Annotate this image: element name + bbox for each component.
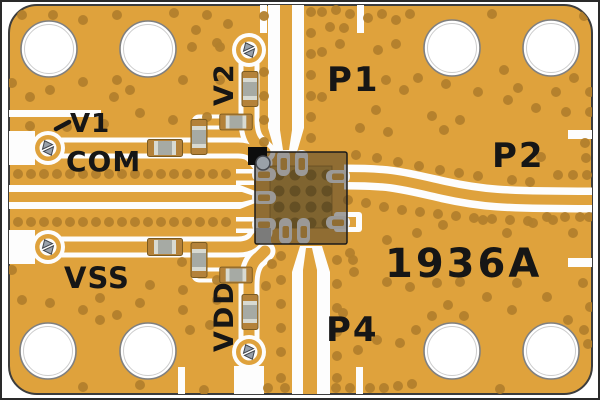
smd-component bbox=[190, 242, 208, 278]
drill-marker-icon bbox=[31, 131, 65, 165]
v1-edge-clearance bbox=[9, 131, 35, 165]
ic-thermal-vias bbox=[273, 169, 333, 229]
anchor-pad-v2 bbox=[232, 33, 266, 67]
mounting-hole bbox=[119, 20, 177, 78]
edge-tick bbox=[356, 367, 363, 394]
anchor-pad-vss bbox=[31, 230, 65, 264]
ic-pad-slots bbox=[258, 158, 344, 238]
p4-trace bbox=[303, 248, 317, 394]
edge-tick bbox=[357, 5, 364, 33]
ic-corner-pad bbox=[256, 228, 271, 243]
board-marking: 1936A bbox=[385, 241, 542, 287]
edge-tick bbox=[568, 130, 592, 139]
silkscreen-label-v1: V1 bbox=[70, 109, 110, 139]
mounting-hole bbox=[423, 19, 481, 77]
smd-component bbox=[219, 113, 253, 131]
vdd-edge-clearance bbox=[234, 366, 264, 394]
silkscreen-label-com: COM bbox=[66, 145, 141, 178]
silkscreen-label-vss: VSS bbox=[64, 261, 130, 295]
smd-component bbox=[190, 119, 208, 155]
edge-tick bbox=[568, 258, 592, 267]
ic-body bbox=[254, 151, 348, 245]
p2-trace bbox=[343, 172, 592, 205]
mounting-hole bbox=[522, 19, 580, 77]
drill-marker-icon bbox=[232, 33, 266, 67]
mounting-hole bbox=[423, 322, 481, 380]
mounting-hole bbox=[19, 322, 77, 380]
mounting-hole bbox=[119, 322, 177, 380]
silkscreen-label-vdd: VDD bbox=[209, 280, 240, 352]
mounting-holes bbox=[19, 19, 580, 380]
left-line-trace bbox=[9, 192, 254, 202]
silkscreen-label-p4: P4 bbox=[326, 310, 379, 350]
ic-pads bbox=[252, 150, 350, 244]
smd-component bbox=[241, 294, 259, 330]
silkscreen-label-p1: P1 bbox=[327, 60, 380, 100]
silkscreen-labels: V1 COM V2 VSS VDD P1 P2 P4 1936A bbox=[53, 60, 545, 352]
drill-marker-icon bbox=[31, 230, 65, 264]
vss-edge-clearance bbox=[9, 230, 35, 264]
anchor-pad-v1 bbox=[31, 131, 65, 165]
mounting-hole bbox=[522, 322, 580, 380]
ground-via-dots bbox=[9, 5, 592, 394]
smd-component bbox=[147, 139, 183, 157]
edge-tick bbox=[178, 367, 185, 394]
smd-component bbox=[241, 71, 259, 107]
silkscreen-label-v2: V2 bbox=[209, 62, 240, 106]
edge-tick bbox=[9, 110, 101, 117]
smd-component bbox=[147, 238, 183, 256]
ic-package bbox=[248, 147, 350, 245]
mounting-hole bbox=[20, 20, 78, 78]
pin1-via bbox=[255, 155, 271, 171]
silkscreen-label-p2: P2 bbox=[492, 136, 545, 176]
v1-leader-dash bbox=[53, 119, 72, 132]
p1-trace bbox=[280, 5, 292, 150]
